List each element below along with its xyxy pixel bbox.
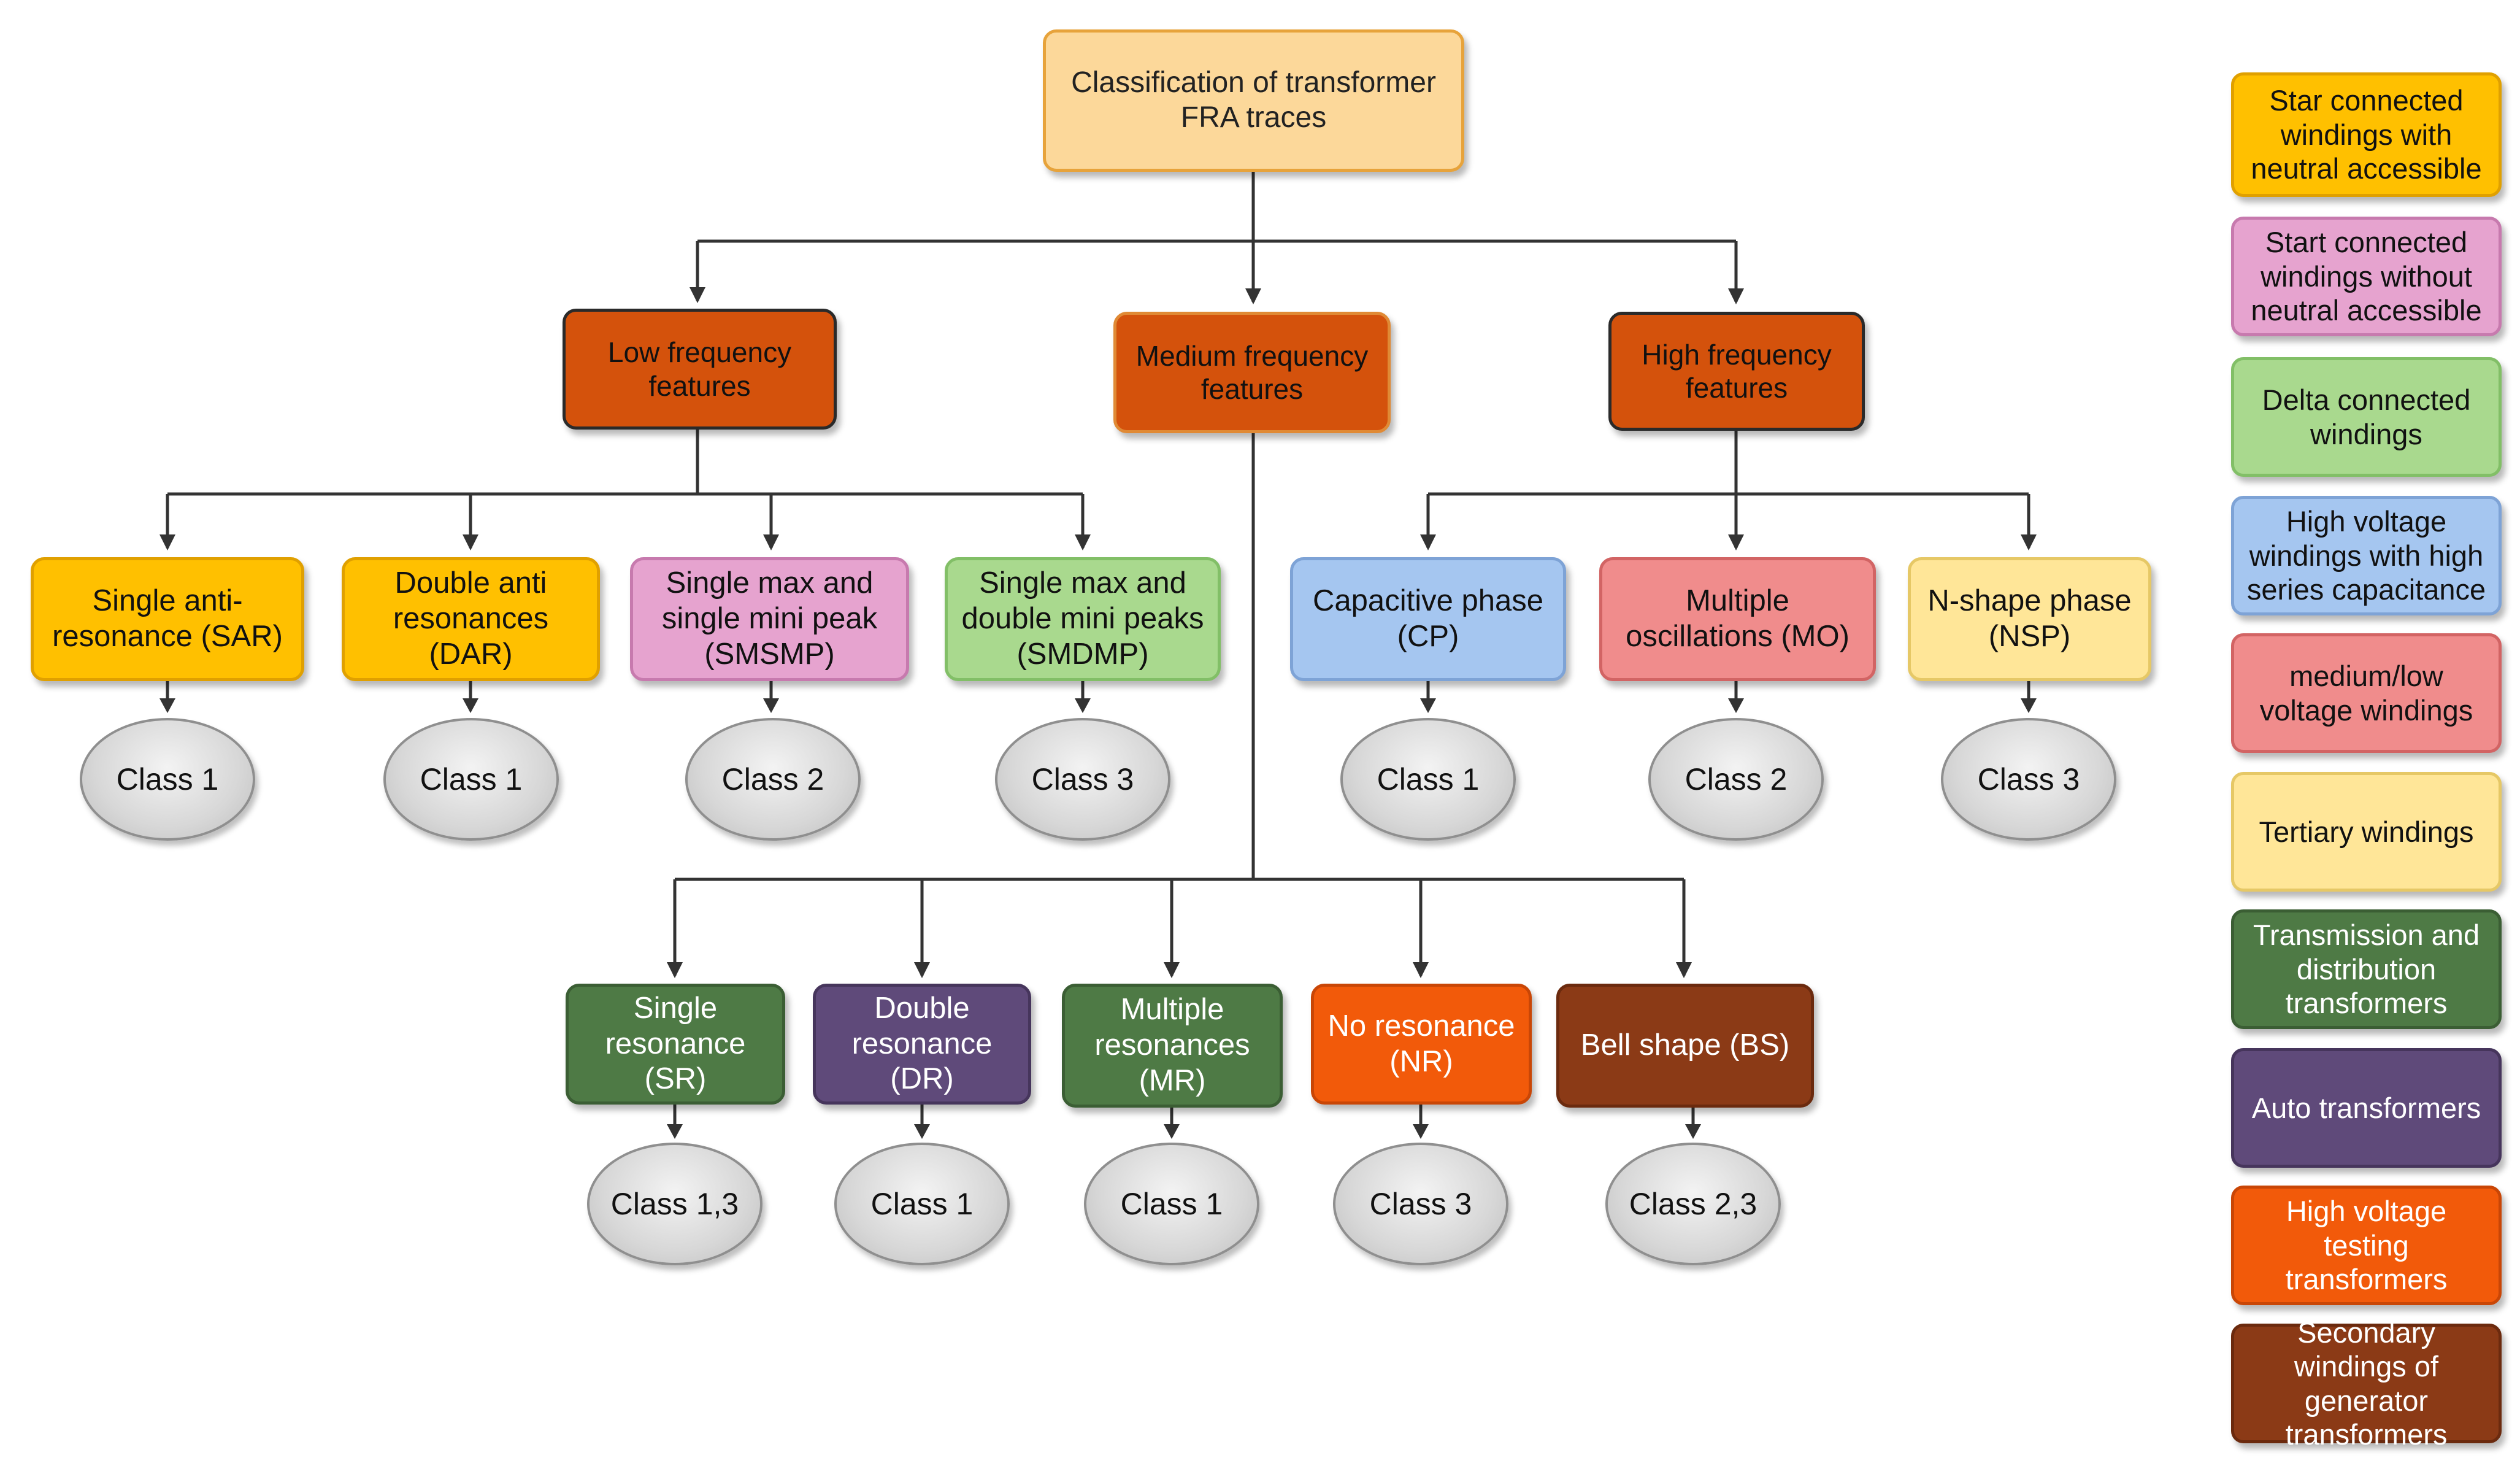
low-feature-sar: Single anti-resonance (SAR) [31, 557, 304, 681]
class-ellipse-sr: Class 1,3 [587, 1143, 763, 1265]
legend-label: High voltage testing transformers [2285, 1195, 2448, 1296]
medium-feature-bs: Bell shape (BS) [1556, 984, 1814, 1108]
class-ellipse-nr: Class 3 [1333, 1143, 1508, 1265]
class-ellipse-smdmp: Class 3 [995, 718, 1170, 841]
root-label: Classification of transformer FRA traces [1071, 66, 1436, 134]
legend-item-hv-testing: High voltage testing transformers [2231, 1186, 2502, 1305]
legend-label: Start connected windings without neutral… [2251, 226, 2482, 327]
high-frequency-label: High frequency features [1642, 338, 1832, 404]
class-ellipse-cp: Class 1 [1340, 718, 1516, 841]
low-feature-dar: Double anti resonances (DAR) [342, 557, 600, 681]
class-ellipse-mo: Class 2 [1648, 718, 1824, 841]
high-feature-mo: Multiple oscillations (MO) [1599, 557, 1876, 681]
class-ellipse-dar: Class 1 [383, 718, 559, 841]
medium-frequency-label: Medium frequency features [1135, 339, 1369, 405]
legend-label: Star connected windings with neutral acc… [2251, 84, 2482, 185]
legend-item-star-no-neutral: Start connected windings without neutral… [2231, 217, 2502, 336]
legend-item-tertiary: Tertiary windings [2231, 772, 2502, 892]
high-feature-nsp: N-shape phase (NSP) [1908, 557, 2151, 681]
high-frequency-node: High frequency features [1608, 312, 1865, 431]
low-frequency-label: Low frequency features [607, 336, 792, 402]
high-feature-cp: Capacitive phase (CP) [1290, 557, 1566, 681]
legend-label: Delta connected windings [2262, 384, 2471, 450]
legend-label: medium/low voltage windings [2259, 660, 2473, 727]
legend-item-star-neutral: Star connected windings with neutral acc… [2231, 72, 2502, 197]
medium-feature-mr-label: Multiple resonances (MR) [1094, 993, 1250, 1097]
legend-label: High voltage windings with high series c… [2246, 505, 2486, 606]
class-label: Class 3 [1977, 762, 2080, 796]
medium-feature-sr: Single resonance (SR) [566, 984, 785, 1105]
legend-item-auto-transformers: Auto transformers [2231, 1048, 2502, 1168]
medium-feature-mr: Multiple resonances (MR) [1062, 984, 1283, 1108]
legend-item-transmission-distribution: Transmission and distribution transforme… [2231, 909, 2502, 1029]
high-feature-nsp-label: N-shape phase (NSP) [1927, 584, 2132, 653]
class-ellipse-mr: Class 1 [1084, 1143, 1259, 1265]
low-feature-sar-label: Single anti-resonance (SAR) [52, 584, 283, 653]
legend-label: Secondary windings of generator transfor… [2285, 1316, 2448, 1451]
legend-item-medium-low-voltage: medium/low voltage windings [2231, 633, 2502, 753]
class-label: Class 1 [116, 762, 219, 796]
low-feature-smdmp: Single max and double mini peaks (SMDMP) [945, 557, 1221, 681]
class-ellipse-sar: Class 1 [80, 718, 255, 841]
medium-frequency-node: Medium frequency features [1113, 312, 1391, 433]
class-label: Class 1 [420, 762, 523, 796]
medium-feature-sr-label: Single resonance (SR) [605, 991, 746, 1096]
legend-label: Transmission and distribution transforme… [2253, 919, 2480, 1020]
legend-item-hv-high-capacitance: High voltage windings with high series c… [2231, 496, 2502, 615]
legend-label: Tertiary windings [2259, 815, 2474, 848]
class-ellipse-nsp: Class 3 [1941, 718, 2116, 841]
class-ellipse-dr: Class 1 [834, 1143, 1010, 1265]
legend-label: Auto transformers [2251, 1091, 2481, 1124]
class-label: Class 3 [1369, 1187, 1472, 1221]
class-label: Class 3 [1031, 762, 1134, 796]
class-label: Class 2 [721, 762, 824, 796]
class-label: Class 1 [1120, 1187, 1223, 1221]
medium-feature-nr: No resonance (NR) [1311, 984, 1532, 1105]
low-feature-smsmp: Single max and single mini peak (SMSMP) [630, 557, 909, 681]
high-feature-mo-label: Multiple oscillations (MO) [1626, 584, 1850, 653]
class-label: Class 2,3 [1629, 1187, 1757, 1221]
medium-feature-dr-label: Double resonance (DR) [851, 991, 993, 1096]
class-ellipse-smsmp: Class 2 [685, 718, 861, 841]
class-label: Class 1 [870, 1187, 974, 1221]
low-feature-dar-label: Double anti resonances (DAR) [393, 566, 549, 671]
root-node: Classification of transformer FRA traces [1043, 29, 1464, 172]
low-feature-smdmp-label: Single max and double mini peaks (SMDMP) [961, 566, 1204, 671]
class-label: Class 1 [1377, 762, 1480, 796]
low-frequency-node: Low frequency features [563, 309, 837, 430]
medium-feature-bs-label: Bell shape (BS) [1580, 1028, 1790, 1062]
class-label: Class 2 [1684, 762, 1788, 796]
low-feature-smsmp-label: Single max and single mini peak (SMSMP) [661, 566, 878, 671]
legend-item-generator-secondary: Secondary windings of generator transfor… [2231, 1316, 2502, 1451]
high-feature-cp-label: Capacitive phase (CP) [1313, 584, 1543, 653]
medium-feature-dr: Double resonance (DR) [813, 984, 1031, 1105]
class-ellipse-bs: Class 2,3 [1605, 1143, 1781, 1265]
class-label: Class 1,3 [610, 1187, 739, 1221]
legend-item-delta: Delta connected windings [2231, 357, 2502, 477]
medium-feature-nr-label: No resonance (NR) [1327, 1009, 1515, 1078]
